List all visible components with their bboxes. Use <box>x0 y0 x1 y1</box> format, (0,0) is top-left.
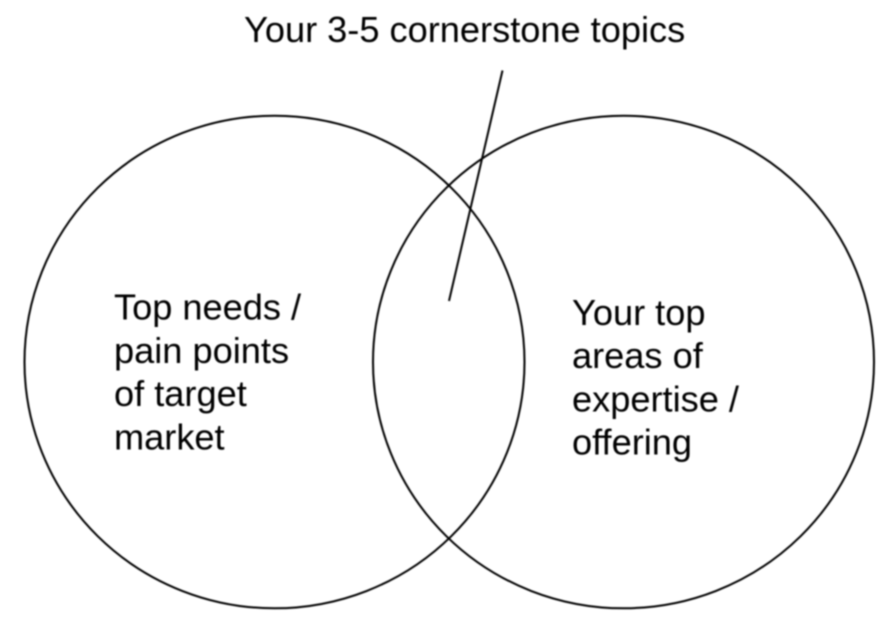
svg-text:market: market <box>114 416 225 457</box>
svg-text:Your 3-5 cornerstone topics: Your 3-5 cornerstone topics <box>244 9 685 50</box>
svg-text:areas of: areas of <box>572 335 704 376</box>
svg-text:Top needs /: Top needs / <box>114 287 302 328</box>
svg-text:pain points: pain points <box>114 330 289 371</box>
svg-text:of target: of target <box>114 373 247 414</box>
svg-text:Your top: Your top <box>572 292 705 333</box>
svg-text:expertise /: expertise / <box>572 378 740 419</box>
svg-text:offering: offering <box>572 421 692 462</box>
